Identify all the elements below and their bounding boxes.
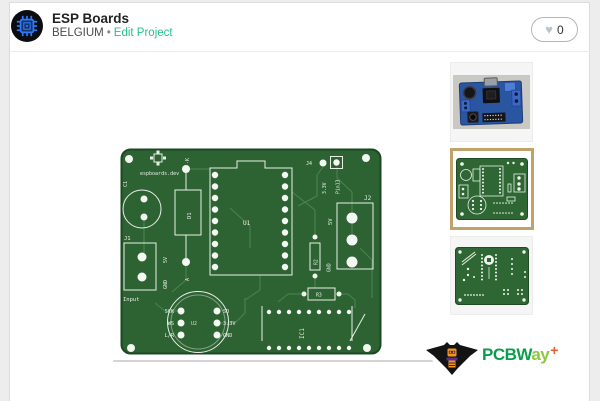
pcbway-logo-text[interactable]: PCBWay+	[482, 342, 558, 365]
d1-diode-outline	[174, 189, 202, 236]
svg-text:U1: U1	[243, 220, 251, 227]
svg-text:3.3V: 3.3V	[322, 182, 328, 194]
svg-text:R2: R2	[314, 259, 320, 265]
r2-resistor-outline	[309, 242, 321, 271]
svg-text:IC1: IC1	[299, 328, 306, 339]
silkscreen-outlines	[122, 150, 374, 353]
meta-separator: •	[106, 27, 111, 39]
r3-resistor-outline	[307, 287, 336, 301]
pcb-brand-label: espboards.dev	[140, 171, 179, 177]
svg-text:WS: WS	[168, 321, 174, 327]
thumbnail-assembled-board-photo[interactable]	[450, 62, 533, 142]
pcb-pads	[137, 159, 358, 351]
svg-text:-K: -K	[185, 158, 191, 164]
thumbnail-pcb-back-render[interactable]	[450, 236, 533, 315]
pcbway-tail-text: ay	[531, 345, 550, 364]
svg-text:J4: J4	[306, 161, 312, 167]
svg-text:D1: D1	[187, 212, 193, 219]
project-avatar	[11, 10, 43, 42]
svg-text:A: A	[185, 278, 191, 281]
pcbway-bat-icon[interactable]	[426, 342, 478, 375]
like-button[interactable]: ♥ 0	[531, 17, 578, 42]
u1-socket-outline	[209, 160, 293, 276]
corner-silk-line	[349, 313, 366, 342]
pcbway-plus: +	[550, 342, 558, 358]
svg-text:SCK: SCK	[165, 309, 175, 315]
edit-project-link[interactable]: Edit Project	[113, 27, 173, 39]
pcb-back-render	[454, 246, 529, 305]
pcb-traces	[143, 166, 373, 324]
pcb-board	[120, 148, 382, 355]
svg-text:5V: 5V	[163, 257, 169, 263]
j4-square-pad-outline	[330, 156, 343, 169]
j1-connector-outline	[123, 242, 157, 291]
svg-text:U2: U2	[191, 321, 197, 327]
heart-icon: ♥	[545, 22, 554, 37]
pcb-front-render	[456, 158, 528, 220]
chip-icon	[16, 15, 38, 37]
svg-text:R3: R3	[316, 293, 322, 299]
mounting-holes	[125, 154, 371, 352]
brand-chip-icon	[153, 153, 163, 163]
location-label: BELGIUM	[52, 27, 104, 39]
svg-text:GND: GND	[163, 280, 169, 289]
j2-connector-outline	[336, 202, 374, 270]
header-divider	[10, 51, 590, 52]
project-meta: BELGIUM•Edit Project	[52, 27, 173, 39]
c1-capacitor-outline	[122, 189, 162, 229]
thumbnail-pcb-front-render-selected[interactable]	[450, 148, 534, 230]
silkscreen-labels: espboards.dev C1 D1 -K A J1 5V GND Input…	[123, 158, 372, 339]
svg-text:SD: SD	[223, 309, 229, 315]
svg-text:L/R: L/R	[165, 333, 175, 339]
assembled-board-photo	[453, 75, 530, 129]
svg-text:J2: J2	[364, 195, 372, 202]
svg-text:GND: GND	[223, 333, 232, 339]
svg-text:5V: 5V	[328, 218, 334, 225]
main-pcb-image[interactable]: espboards.dev C1 D1 -K A J1 5V GND Input…	[120, 148, 382, 356]
svg-text:Pin13: Pin13	[336, 179, 342, 194]
like-count: 0	[557, 22, 564, 37]
u2-mic-outline	[167, 291, 229, 353]
svg-text:J1: J1	[124, 236, 131, 242]
pcbway-main-text: PCBW	[482, 345, 532, 364]
svg-text:Input: Input	[123, 297, 140, 303]
page-title: ESP Boards	[52, 11, 130, 26]
main-image-shadow	[113, 360, 433, 362]
svg-text:GND: GND	[327, 263, 333, 272]
svg-text:C1: C1	[123, 181, 129, 187]
svg-text:3.3V: 3.3V	[223, 321, 236, 327]
